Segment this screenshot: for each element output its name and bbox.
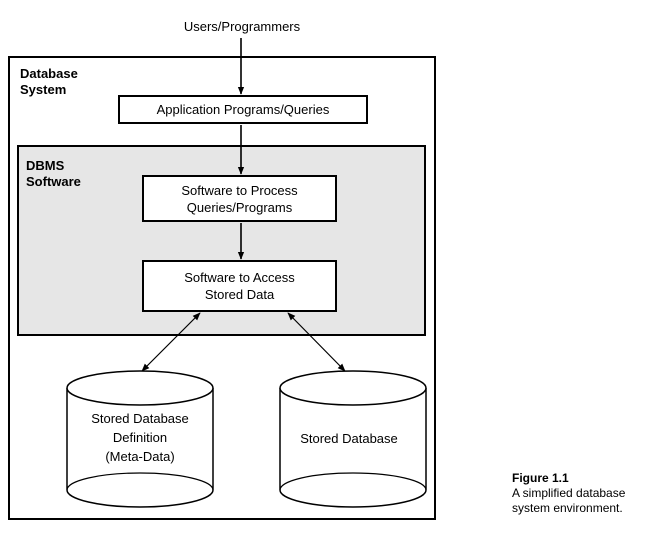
figure-caption-line-1: A simplified database — [512, 486, 626, 500]
database-system-label-line-1: Database — [20, 66, 78, 81]
software-process-label-line-1: Software to Process — [181, 182, 298, 198]
figure-caption-line-2: system environment. — [512, 501, 623, 515]
application-programs-label: Application Programs/Queries — [156, 102, 330, 117]
arrow-access-to-metadata — [141, 312, 201, 372]
metadata-label-line-3: (Meta-Data) — [105, 449, 175, 464]
arrow-access-to-database — [287, 312, 346, 372]
application-programs-box: Application Programs/Queries — [118, 95, 368, 124]
figure-caption: A simplified database system environment… — [512, 486, 652, 516]
software-access-label-line-2: Stored Data — [204, 287, 275, 302]
metadata-label-line-2: Definition — [112, 430, 168, 445]
figure-title: Figure 1.1 — [512, 471, 569, 485]
users-programmers-label: Users/Programmers — [183, 19, 301, 34]
dbms-label-line-1: DBMS — [26, 158, 65, 173]
metadata-label-line-1: Stored Database — [91, 411, 189, 426]
software-process-label-line-2: Queries/Programs — [186, 199, 293, 215]
dbms-label-line-2: Software — [26, 174, 81, 189]
database-cylinder — [279, 370, 427, 508]
database-cylinder-label: Stored Database — [300, 431, 398, 446]
metadata-cylinder — [66, 370, 214, 508]
dbms-software-label: DBMS Software — [26, 158, 116, 190]
software-access-label-line-1: Software to Access — [184, 270, 295, 285]
database-system-label: Database System — [20, 66, 110, 98]
database-system-label-line-2: System — [20, 82, 67, 97]
software-process-box: Software to Process Queries/Programs — [142, 175, 337, 222]
software-access-box: Software to Access Stored Data — [142, 260, 337, 312]
metadata-cylinder-label: Stored Database Definition (Meta-Data) — [75, 409, 205, 466]
